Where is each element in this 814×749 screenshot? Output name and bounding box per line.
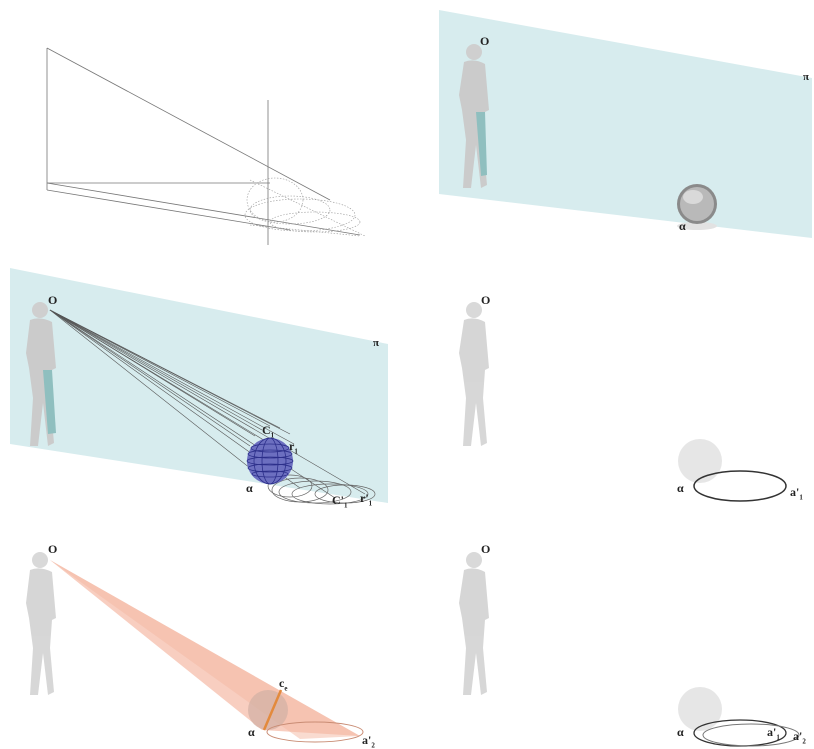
- sphere-base-label: α: [679, 219, 686, 233]
- base-label: α: [677, 725, 684, 739]
- scene-panel-cone: O ce α a'2: [0, 524, 407, 749]
- scene-panel-ellipse: O α a'1: [407, 258, 814, 524]
- ellipse-end-label-1: a'1: [767, 725, 780, 742]
- human-figure: [459, 302, 489, 446]
- plane-label: π: [803, 71, 810, 83]
- scene-projection: [10, 268, 388, 505]
- scene-two-ellipses: [459, 552, 800, 747]
- shadow-ellipse: [693, 470, 787, 502]
- shadow-ellipses: [267, 474, 376, 505]
- scene-cone: [26, 552, 364, 743]
- picture-plane: [10, 268, 388, 503]
- circle-label: C1: [262, 423, 275, 440]
- plane-label: π: [373, 337, 380, 349]
- human-figure: [26, 552, 56, 695]
- scene-plane-sphere: [439, 10, 812, 238]
- shadow-ellipse: [266, 721, 364, 743]
- faded-sphere: [678, 439, 722, 483]
- cone-label: ce: [279, 676, 288, 693]
- scene-panel-plane-sphere: O π α: [407, 0, 814, 250]
- viewpoint-label: O: [480, 34, 490, 48]
- sphere-blue: [246, 437, 294, 485]
- faded-sphere: [678, 687, 722, 731]
- ellipse-end-label: a'2: [362, 733, 375, 749]
- scene-panel-two-ellipses: O α a'1 a'2: [407, 524, 814, 749]
- base-label: α: [248, 725, 255, 739]
- shadow-radius-label: r'1: [360, 491, 373, 508]
- scene-ellipse: [459, 302, 787, 502]
- viewpoint-label: O: [481, 542, 491, 556]
- human-figure: [459, 44, 489, 188]
- viewpoint-label: O: [48, 542, 58, 556]
- scene-panel-projection: O π C1 r1 α C'1 r'1: [0, 258, 407, 524]
- construction-sketch: [46, 47, 366, 245]
- shadow-circle-label: C'1: [332, 493, 348, 510]
- viewpoint-label: O: [481, 293, 491, 307]
- shadow-ellipse-2: [702, 723, 800, 747]
- construction-sketch-panel: [0, 0, 407, 250]
- picture-plane: [439, 10, 812, 238]
- ellipse-end-label-2: a'2: [793, 729, 806, 746]
- ellipse-end-label: a'1: [790, 485, 803, 502]
- radius-label: r1: [289, 439, 298, 456]
- cone-section-line: [262, 689, 283, 731]
- sphere: [248, 690, 288, 730]
- viewpoint-label: O: [48, 293, 58, 307]
- base-label: α: [677, 481, 684, 495]
- human-figure: [459, 552, 489, 695]
- human-figure: [26, 302, 56, 446]
- base-label: α: [246, 481, 253, 495]
- sphere: [677, 184, 717, 230]
